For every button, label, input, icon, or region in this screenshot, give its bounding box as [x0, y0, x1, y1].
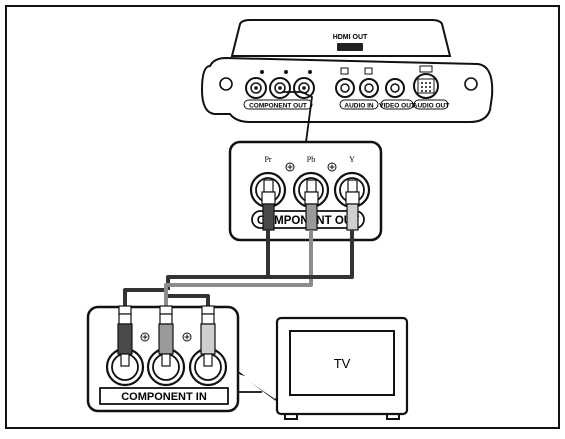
- hdmi-label: HDMI OUT: [333, 34, 368, 41]
- hdmi-port: [337, 43, 363, 51]
- tv-feet: [284, 414, 400, 420]
- audio-out-connector: [413, 65, 439, 99]
- tv-set: TV: [275, 316, 409, 420]
- audio-in-jacks: [335, 67, 379, 98]
- zoom-label-pr: Pr: [264, 155, 271, 164]
- cable-pb: [164, 230, 313, 306]
- device-back-panel: HDMI OUT: [200, 19, 494, 123]
- port-label-audio-in: AUDIO IN: [344, 103, 374, 110]
- zoom-plug-pr: [261, 179, 276, 231]
- tv-component-in-panel: COMPONENT IN: [86, 305, 240, 413]
- zoom-label-pb: Pb: [307, 155, 315, 164]
- tv-plug-y: [200, 305, 216, 367]
- outer-frame: [5, 5, 560, 429]
- port-label-video-out: VIDEO OUT: [379, 103, 415, 110]
- tv-label: TV: [334, 356, 351, 371]
- component-out-jacks: [245, 70, 315, 99]
- mounting-hole-left: [219, 77, 233, 91]
- tv-input-panel-label: COMPONENT IN: [121, 391, 207, 403]
- zoom-component-out-panel: Pr Pb Y COMPONENT OUT: [228, 140, 383, 242]
- zoom-plug-pb: [304, 179, 319, 231]
- zoom-plug-y: [345, 179, 360, 231]
- zoom-callout-line: [282, 91, 313, 143]
- tv-plug-pr: [117, 305, 133, 367]
- tv-plug-pb: [158, 305, 174, 367]
- component-cables: [123, 230, 354, 306]
- tv-screen: [289, 330, 395, 396]
- device-top-body: [230, 19, 452, 57]
- port-label-audio-out: AUDIO OUT: [413, 103, 450, 110]
- screw-symbols-tv: [140, 332, 192, 342]
- cable-y: [268, 230, 354, 279]
- mounting-hole-right: [464, 77, 478, 91]
- port-label-component-out: COMPONENT OUT: [249, 103, 307, 110]
- zoom-label-y: Y: [349, 155, 355, 164]
- tv-input-jacks: [105, 347, 228, 387]
- video-out-jack: [385, 78, 405, 98]
- screw-symbols-zoom: [285, 162, 337, 172]
